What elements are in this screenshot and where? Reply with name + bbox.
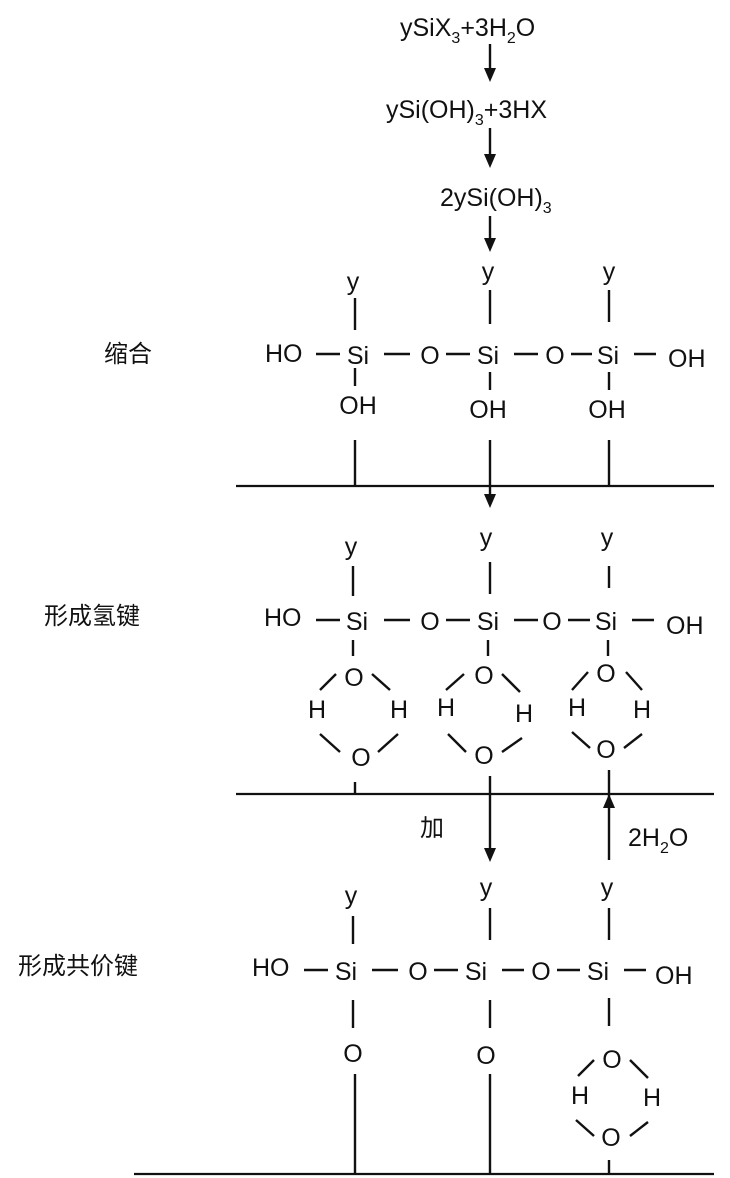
silicon-atom: Si	[477, 608, 499, 636]
hydroxyl-group: OH	[339, 392, 377, 420]
hydrogen-bond-ring: O H H O	[437, 662, 533, 770]
oxygen-atom: O	[542, 608, 561, 636]
hydroxyl-group: OH	[666, 612, 704, 640]
oxygen-atom: O	[545, 342, 564, 370]
hydrogen-bond	[575, 1119, 595, 1137]
hydrogen-atom: H	[571, 1082, 589, 1110]
hydrogen-bond	[629, 1059, 649, 1079]
oxygen-atom: O	[531, 958, 550, 986]
y-group: y	[482, 258, 495, 286]
arrow-head	[484, 154, 496, 168]
arrow-head	[603, 794, 615, 808]
hydrogen-bond	[571, 731, 591, 749]
silicon-atom: Si	[597, 342, 619, 370]
silicon-atom: Si	[347, 342, 369, 370]
oxygen-atom: O	[343, 1040, 362, 1068]
oxygen-atom: O	[476, 1042, 495, 1070]
hydroxyl-group: HO	[264, 604, 302, 632]
silicon-atom: Si	[587, 958, 609, 986]
hydrogen-bond	[445, 673, 465, 691]
silicon-atom: Si	[465, 958, 487, 986]
oxygen-atom: O	[596, 660, 615, 688]
hydroxyl-group: HO	[265, 340, 303, 368]
hydrogen-bond	[629, 1121, 649, 1137]
hydrogen-atom: H	[308, 696, 326, 724]
hydrogen-bond-ring: O H H O	[571, 1046, 661, 1152]
oxygen-atom: O	[596, 736, 615, 764]
arrow-head	[484, 68, 496, 82]
hydrogen-bond	[377, 733, 399, 753]
oxygen-atom: O	[420, 342, 439, 370]
oxygen-atom: O	[351, 744, 370, 772]
hydroxyl-group: OH	[588, 396, 626, 424]
hydrogen-bond	[319, 673, 337, 691]
hydrogen-bond-ring: O H H O	[308, 664, 408, 772]
hydrogen-bond	[319, 733, 341, 753]
equation-hydrolysis-reactants: ySiX3+3H2O	[400, 14, 535, 47]
hydrogen-bond	[371, 673, 391, 691]
equation-silanol: 2ySi(OH)3	[440, 184, 552, 217]
stage-label-covalent-bond: 形成共价键	[18, 952, 138, 980]
oxygen-atom: O	[602, 1046, 621, 1074]
y-group: y	[480, 524, 493, 552]
stage-label-condensation: 缩合	[104, 340, 152, 368]
hydrogen-atom: H	[390, 696, 408, 724]
hydroxyl-group: OH	[469, 396, 507, 424]
silicon-atom: Si	[335, 958, 357, 986]
oxygen-atom: O	[474, 662, 493, 690]
hydrogen-bond	[625, 671, 643, 691]
oxygen-atom: O	[408, 958, 427, 986]
hydrogen-atom: H	[437, 694, 455, 722]
silicon-atom: Si	[477, 342, 499, 370]
y-group: y	[347, 268, 360, 296]
oxygen-atom: O	[344, 664, 363, 692]
oxygen-atom: O	[474, 742, 493, 770]
y-group: y	[601, 874, 614, 902]
hydrogen-bond	[577, 1059, 595, 1077]
hydrogen-atom: H	[515, 700, 533, 728]
hydrogen-atom: H	[643, 1084, 661, 1112]
y-group: y	[601, 524, 614, 552]
silicon-atom: Si	[595, 608, 617, 636]
arrow-head	[484, 494, 496, 508]
hydroxyl-group: OH	[668, 345, 706, 373]
y-group: y	[345, 882, 358, 910]
y-group: y	[345, 533, 358, 561]
hydrogen-bond	[501, 737, 523, 753]
oxygen-atom: O	[601, 1124, 620, 1152]
water-released-label: 2H2O	[628, 824, 688, 857]
equation-hydrolysis-products: ySi(OH)3+3HX	[386, 96, 547, 129]
hydrogen-atom: H	[633, 696, 651, 724]
hydrogen-bond	[501, 673, 521, 693]
hydroxyl-group: OH	[655, 962, 693, 990]
hydroxyl-group: HO	[252, 954, 290, 982]
y-group: y	[603, 258, 616, 286]
hydrogen-atom: H	[568, 694, 586, 722]
hydrogen-bond	[447, 733, 467, 753]
hydrogen-bond-ring: O H H O	[568, 660, 651, 764]
arrow-head	[484, 238, 496, 252]
stage-label-hydrogen-bond: 形成氢键	[44, 602, 140, 630]
hydrogen-bond	[571, 671, 589, 691]
hydrogen-bond	[623, 733, 643, 749]
arrow-head	[484, 848, 496, 862]
silicon-atom: Si	[346, 608, 368, 636]
heating-label: 加	[420, 814, 444, 842]
y-group: y	[480, 874, 493, 902]
oxygen-atom: O	[420, 608, 439, 636]
